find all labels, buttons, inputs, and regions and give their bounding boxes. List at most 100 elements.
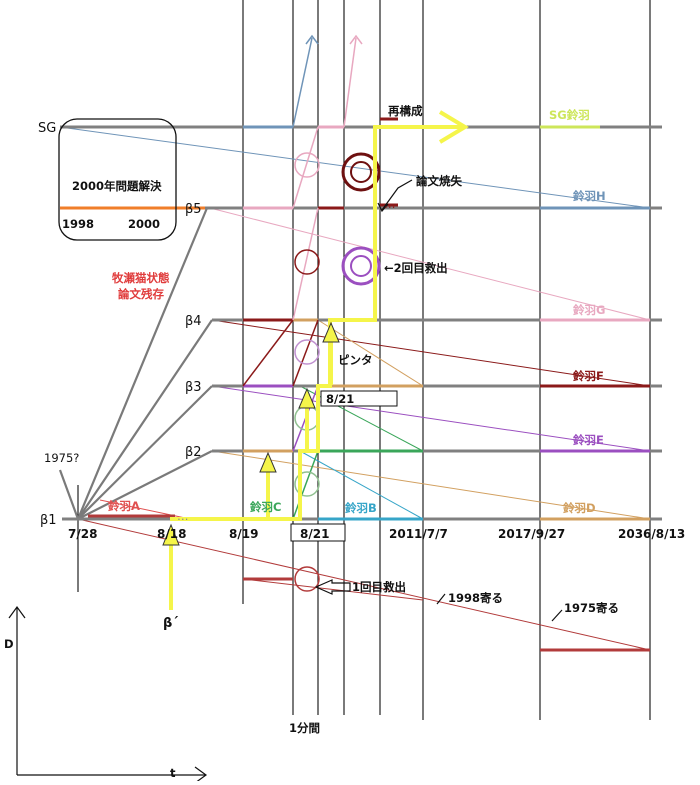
callout-burn (381, 179, 413, 211)
slant-rescue1 (242, 578, 424, 601)
date-2011: 2011/7/7 (389, 527, 448, 541)
axis-d-label: D (4, 637, 14, 651)
suzuha-f: 鈴羽F (573, 369, 604, 383)
circle-rescue2-outer (341, 246, 381, 286)
circle-pink-1 (294, 152, 320, 178)
suzuha-b: 鈴羽B (345, 501, 377, 515)
callout-burn-head (377, 202, 389, 213)
callout-rescue1-arrow (314, 579, 351, 595)
level-labels: SG β5 β4 β3 β2 β1 (38, 121, 202, 528)
label-reconstruct: 再構成 (388, 104, 423, 118)
diag-1975 (58, 469, 80, 520)
diag-to-b2 (77, 450, 213, 520)
ellipsis-a: … (177, 509, 189, 523)
box-821-lower (290, 523, 346, 542)
date-0818: 8/18 (157, 527, 186, 541)
circle-red-1 (294, 249, 320, 275)
suzuha-d: 鈴羽D (563, 501, 596, 515)
colored-segments (60, 117, 650, 652)
label-beta-prime: β´ (163, 616, 179, 631)
slant-b3-e (211, 385, 651, 452)
date-0728: 7/28 (68, 527, 97, 541)
suzuha-sg: SG鈴羽 (549, 108, 590, 122)
yellow-worldline (170, 125, 465, 521)
suzuha-c: 鈴羽C (250, 500, 281, 514)
label-b3: β3 (185, 380, 202, 395)
slant-b (299, 450, 424, 520)
label-821-box: 8/21 (326, 392, 354, 406)
label-rescue2: ←2回目救出 (384, 261, 448, 275)
annotations: 1975? 2000年問題解決 1998 2000 牧瀬猫状態 論文残存 再構成… (4, 104, 619, 780)
label-pinta: ピンタ (338, 353, 373, 367)
circle-green-2 (294, 471, 320, 497)
circle-purple-1 (294, 339, 320, 365)
circle-rescue2-inner (350, 255, 372, 277)
ellipsis-reconstruct: … (384, 109, 396, 123)
yellow-arrowhead (438, 110, 469, 144)
label-1998: 1998寄る (448, 591, 503, 605)
arrowhead-steel (305, 34, 319, 45)
suzuha-a: 鈴羽A (108, 499, 140, 513)
makise-line1: 牧瀬猫状態 (112, 271, 170, 285)
conn-red (292, 319, 319, 387)
label-1975q: 1975? (44, 451, 79, 465)
label-sg: SG (38, 121, 56, 136)
arrow-beta-prime-head (162, 523, 180, 546)
box-year-1998: 1998 (62, 217, 94, 231)
problem-solved-box (58, 118, 177, 241)
diag-to-b4 (77, 319, 213, 520)
slant-sg-h (59, 126, 651, 209)
box-title: 2000年問題解決 (72, 179, 162, 193)
date-0821: 8/21 (300, 527, 329, 541)
arrowhead-pink (349, 34, 363, 45)
yellow-up-arrows (162, 321, 340, 610)
makise-line2: 論文残存 (118, 287, 164, 301)
label-1975: 1975寄る (564, 601, 619, 615)
ellipsis-sg: … (580, 116, 592, 130)
date-2017: 2017/9/27 (498, 527, 565, 541)
thin-slants (59, 126, 651, 651)
conn-green (292, 450, 319, 520)
box-821-upper (320, 390, 398, 407)
arrow-c-head (259, 451, 277, 473)
label-b1: β1 (40, 513, 57, 528)
diagonal-lines (58, 207, 213, 520)
diag-to-b5 (76, 207, 209, 520)
conn-pink-up (343, 37, 357, 128)
arrow-pinta-head (322, 321, 340, 343)
circle-rescue1 (294, 566, 320, 592)
axes (8, 605, 208, 784)
slant-tan (317, 319, 424, 387)
callout-1998 (436, 593, 446, 605)
ellipsis-burn: … (384, 197, 396, 211)
suzuha-e: 鈴羽E (573, 433, 604, 447)
box-year-2000: 2000 (128, 217, 160, 231)
label-paper-burn: 論文焼失 (416, 174, 462, 188)
circle-burn-outer (341, 152, 381, 192)
date-0819: 8/19 (229, 527, 258, 541)
label-one-minute: 1分間 (289, 721, 320, 735)
connectors (242, 34, 363, 520)
callout-1975 (551, 609, 563, 622)
date-labels: 7/28 8/18 8/19 8/21 2011/7/7 2017/9/27 2… (68, 527, 685, 541)
conn-red2 (242, 319, 294, 387)
circle-burn-inner (350, 161, 372, 183)
suzuha-labels: 鈴羽A 鈴羽B 鈴羽C 鈴羽D 鈴羽E 鈴羽F 鈴羽G 鈴羽H SG鈴羽 (108, 108, 606, 515)
label-rescue1: 1回目救出 (352, 580, 406, 594)
suzuha-g: 鈴羽G (573, 303, 605, 317)
conn-steel-up (292, 37, 313, 128)
slant-b5-g (209, 207, 651, 321)
label-b5: β5 (185, 202, 202, 217)
date-2036: 2036/8/13 (618, 527, 685, 541)
conn-pink2 (292, 126, 319, 209)
slant-b2-d (211, 450, 651, 520)
axis-t-head (194, 766, 208, 784)
axis-d-head (8, 605, 26, 619)
yellow-path (170, 110, 469, 521)
diag-to-b3 (77, 385, 213, 520)
suzuha-h: 鈴羽H (573, 189, 606, 203)
label-b4: β4 (185, 314, 202, 329)
callout-arrows (314, 179, 563, 622)
